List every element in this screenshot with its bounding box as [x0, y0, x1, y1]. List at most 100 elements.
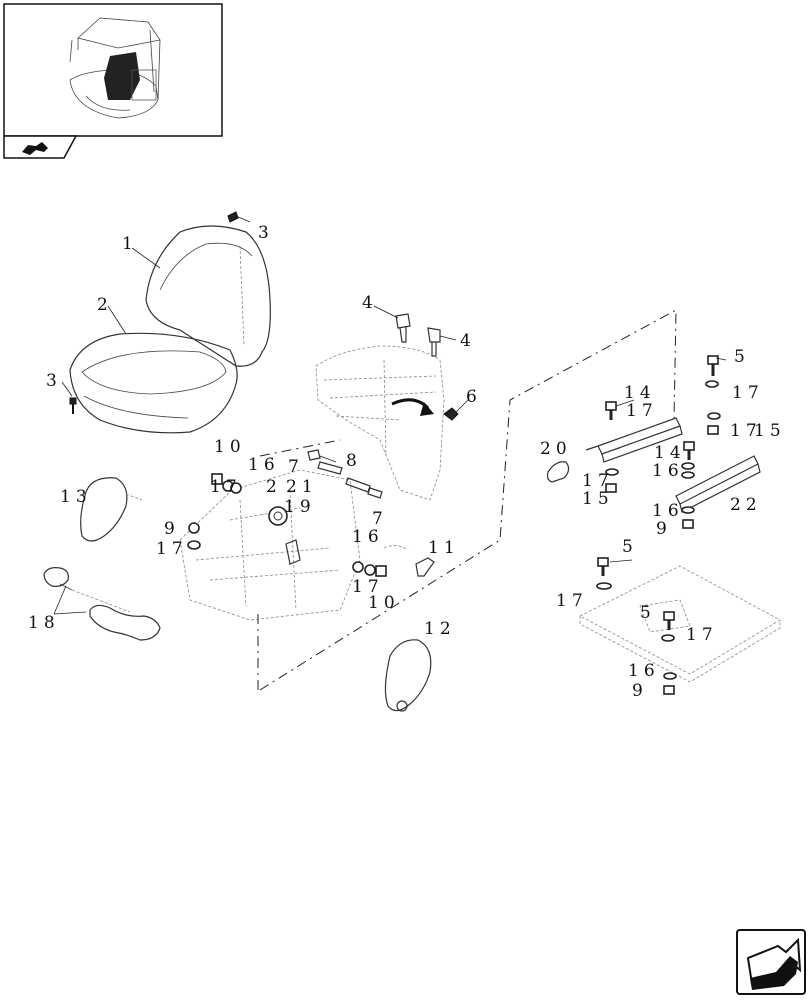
- nut-15-rt: [707, 425, 719, 435]
- washer-16-mid: [681, 462, 695, 470]
- washer-17-top: [230, 482, 242, 494]
- seat-backrest-frame: [315, 345, 445, 501]
- washer-17-mid: [605, 468, 619, 476]
- callout-16: 16: [652, 501, 684, 521]
- seat-backrest: [145, 225, 271, 367]
- cover-12: [384, 639, 432, 712]
- screw-3-left: [69, 397, 77, 414]
- callout-15: 15: [582, 489, 614, 509]
- callout-17: 17: [626, 401, 658, 421]
- callout-17: 17: [732, 383, 764, 403]
- callout-15: 15: [754, 421, 786, 441]
- callout-17: 17: [556, 591, 588, 611]
- callout-6: 6: [466, 387, 482, 407]
- side-cover-13: [80, 477, 143, 542]
- bolt-5-top: [707, 355, 719, 376]
- callout-8: 8: [346, 451, 362, 471]
- next-page-arrow-icon[interactable]: [736, 929, 806, 995]
- callout-17: 17: [156, 539, 188, 559]
- tilt-arrow-icon: [391, 398, 434, 416]
- knob-18: [43, 567, 73, 591]
- callout-7: 7: [372, 509, 388, 529]
- callout-22: 22: [730, 495, 762, 515]
- nut-10-top: [211, 473, 223, 485]
- nut-9-low: [682, 519, 694, 529]
- handle-20: [546, 461, 570, 483]
- callout-7: 7: [288, 457, 304, 477]
- pin-7-top: [307, 449, 337, 463]
- handle-18: [71, 589, 161, 641]
- callout-16: 16: [652, 461, 684, 481]
- washer-17-low2: [661, 634, 675, 642]
- tractor-view-icon[interactable]: [22, 142, 48, 155]
- callout-9: 9: [656, 519, 672, 539]
- callout-18: 18: [28, 613, 60, 633]
- callout-21: 21: [286, 477, 318, 497]
- callout-17: 17: [210, 477, 242, 497]
- pin-8: [317, 461, 343, 475]
- washer-16-bottom: [663, 672, 677, 680]
- clip-6: [443, 407, 459, 421]
- washer-16-right: [352, 561, 364, 573]
- bolt-4-left: [395, 313, 411, 343]
- callout-5: 5: [622, 537, 638, 557]
- callout-10: 10: [214, 437, 246, 457]
- callout-1: 1: [122, 234, 138, 254]
- bolt-5-low: [663, 611, 675, 630]
- bolt-5-mid: [597, 557, 609, 576]
- screw-3-top: [227, 211, 251, 223]
- callout-16: 16: [248, 455, 280, 475]
- washer-17-right: [364, 564, 376, 576]
- nut-9-left: [188, 522, 200, 534]
- callout-9: 9: [632, 681, 648, 701]
- callout-4: 4: [362, 293, 378, 313]
- callout-14: 14: [654, 443, 686, 463]
- callout-13: 13: [60, 487, 92, 507]
- overview-thumbnail: [3, 3, 223, 159]
- leader-lines: [61, 247, 727, 563]
- callout-14: 14: [624, 383, 656, 403]
- bolt-4-right: [427, 327, 441, 357]
- callout-19: 19: [284, 497, 316, 517]
- nut-10-right: [375, 565, 387, 577]
- callouts: 1 2 3 3 4 4 6 10 16 7 8 17 21 2 19 7 13 …: [28, 223, 786, 701]
- callout-17: 17: [686, 625, 718, 645]
- callout-2: 2: [266, 477, 282, 497]
- washer-17-rt2: [707, 412, 721, 420]
- washer-17-rt: [705, 380, 719, 388]
- washer-17-left: [187, 540, 201, 550]
- callout-16: 16: [628, 661, 660, 681]
- washer-16-low: [681, 506, 695, 514]
- callout-11: 11: [428, 538, 460, 558]
- callout-5: 5: [640, 603, 656, 623]
- bolt-14-mid: [683, 441, 695, 460]
- callout-2: 2: [97, 295, 113, 315]
- ring-21: [268, 506, 288, 526]
- base-plate: [579, 565, 781, 683]
- bolt-14-left: [605, 401, 617, 420]
- callout-17: 17: [582, 471, 614, 491]
- slide-rail-14: [585, 417, 683, 463]
- callout-5: 5: [734, 347, 750, 367]
- nut-9-bottom: [663, 685, 675, 695]
- callout-17: 17: [352, 577, 384, 597]
- washer-15-mid: [681, 471, 695, 479]
- callout-4: 4: [460, 331, 476, 351]
- slide-rail-22: [675, 455, 761, 513]
- seat-cushion: [69, 332, 238, 434]
- callout-3: 3: [258, 223, 274, 243]
- nut-15-mid: [605, 483, 617, 493]
- callout-20: 20: [540, 439, 572, 459]
- spring-19: [285, 539, 301, 565]
- callout-12: 12: [424, 619, 456, 639]
- washer-17-low: [596, 582, 612, 590]
- callout-10: 10: [368, 593, 400, 613]
- pin-7-bottom: [345, 477, 383, 499]
- callout-3: 3: [46, 371, 62, 391]
- seat-base-frame: [179, 469, 361, 621]
- lever-11: [383, 545, 435, 577]
- callout-17: 17: [730, 421, 762, 441]
- callout-16: 16: [352, 527, 384, 547]
- callout-9: 9: [164, 519, 180, 539]
